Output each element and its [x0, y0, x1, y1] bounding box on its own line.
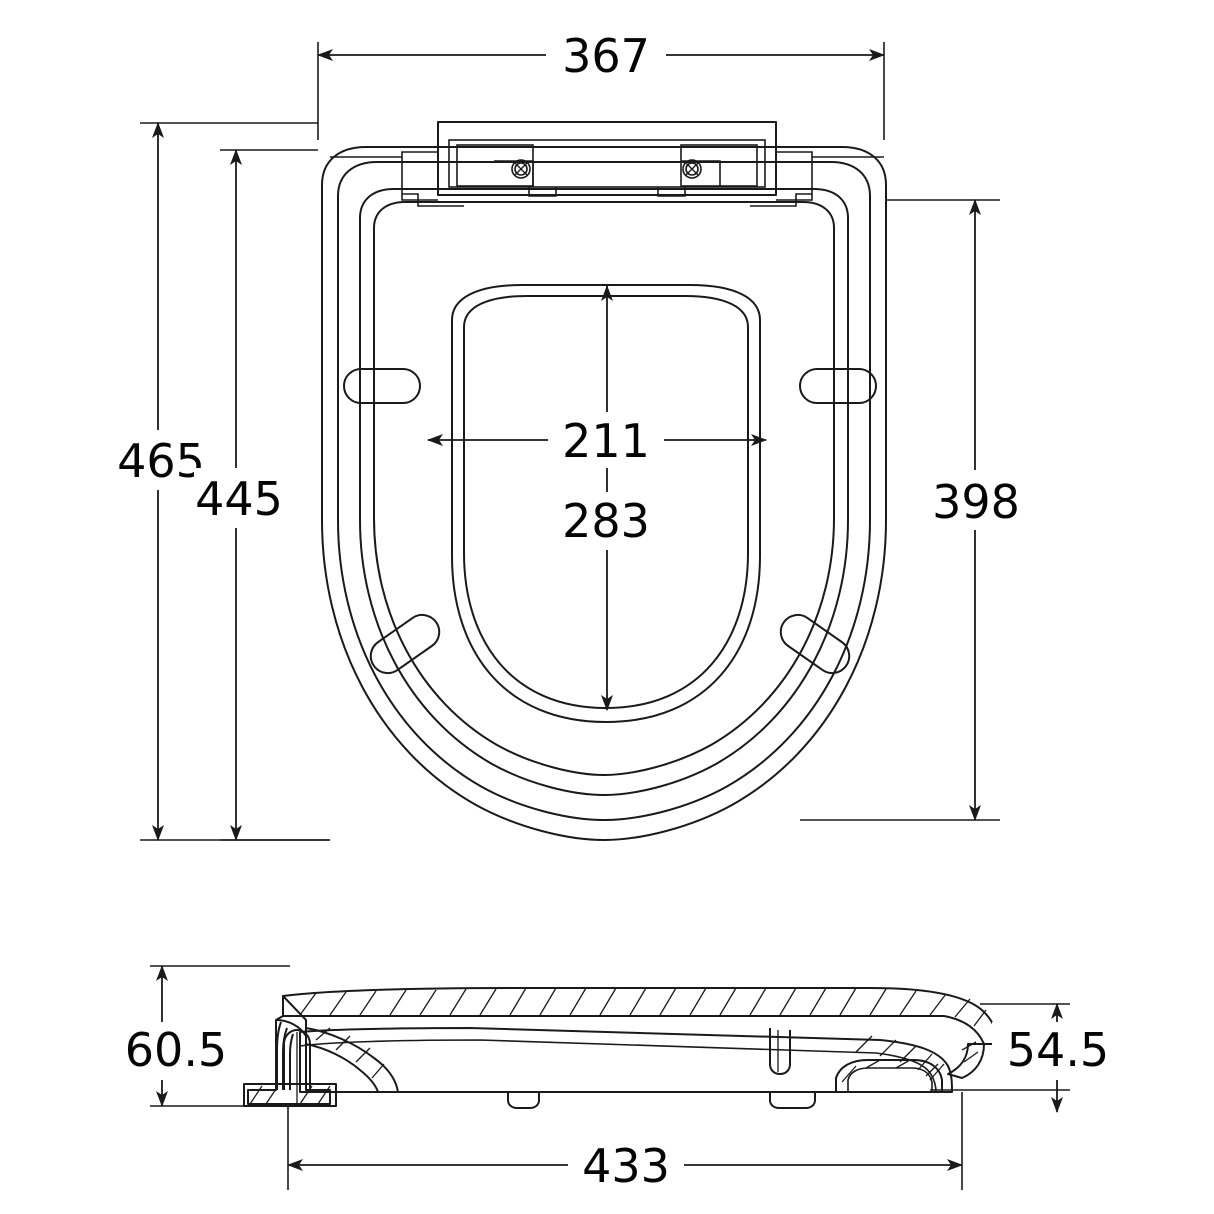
dimension-433-label: 433: [582, 1139, 670, 1193]
seat-aperture-inner: [463, 295, 749, 709]
dimension-465-label: 465: [117, 434, 205, 488]
side-bumper-left: [507, 1092, 540, 1109]
dimension-445-label: 445: [195, 472, 283, 526]
dimension-398: 398: [800, 199, 1022, 821]
seat-ring-inner: [373, 201, 835, 776]
dimension-433: 433: [287, 1092, 963, 1194]
dimension-283: 211 283: [548, 285, 664, 711]
lid-inner-contour: [337, 161, 871, 821]
side-hinge-pin: [769, 1028, 791, 1075]
seat-ring-outer: [359, 188, 849, 796]
plan-view-group: [321, 121, 887, 841]
dimension-211-label-overlay: 211: [562, 414, 650, 468]
side-hinge-assembly: [243, 995, 399, 1107]
side-bumper-right: [769, 1092, 816, 1109]
bumper-pad-bottom-right: [779, 613, 851, 675]
dimension-367-label: 367: [562, 29, 650, 83]
bumper-pad-top-left: [343, 368, 421, 404]
lid-section-hatching: [299, 987, 987, 1027]
lid-outer-contour: [321, 146, 887, 841]
dimension-283-label: 283: [562, 494, 650, 548]
bumper-pad-bottom-left: [369, 613, 441, 675]
dimension-445: 445: [194, 149, 330, 841]
dimension-60-5-label: 60.5: [125, 1023, 227, 1077]
side-view-group: [243, 987, 999, 1109]
side-front-bumper-block: [835, 1059, 943, 1093]
seat-aperture-outer: [451, 284, 761, 723]
dimension-367: 367: [317, 28, 885, 140]
dimension-54-5-label: 54.5: [1007, 1023, 1109, 1077]
dimension-60-5: 60.5: [110, 965, 290, 1107]
hinge-bracket: [330, 121, 884, 207]
dimension-398-label: 398: [932, 475, 1020, 529]
bumper-pad-top-right: [799, 368, 877, 404]
dimension-54-5: 54.5: [930, 1003, 1126, 1113]
